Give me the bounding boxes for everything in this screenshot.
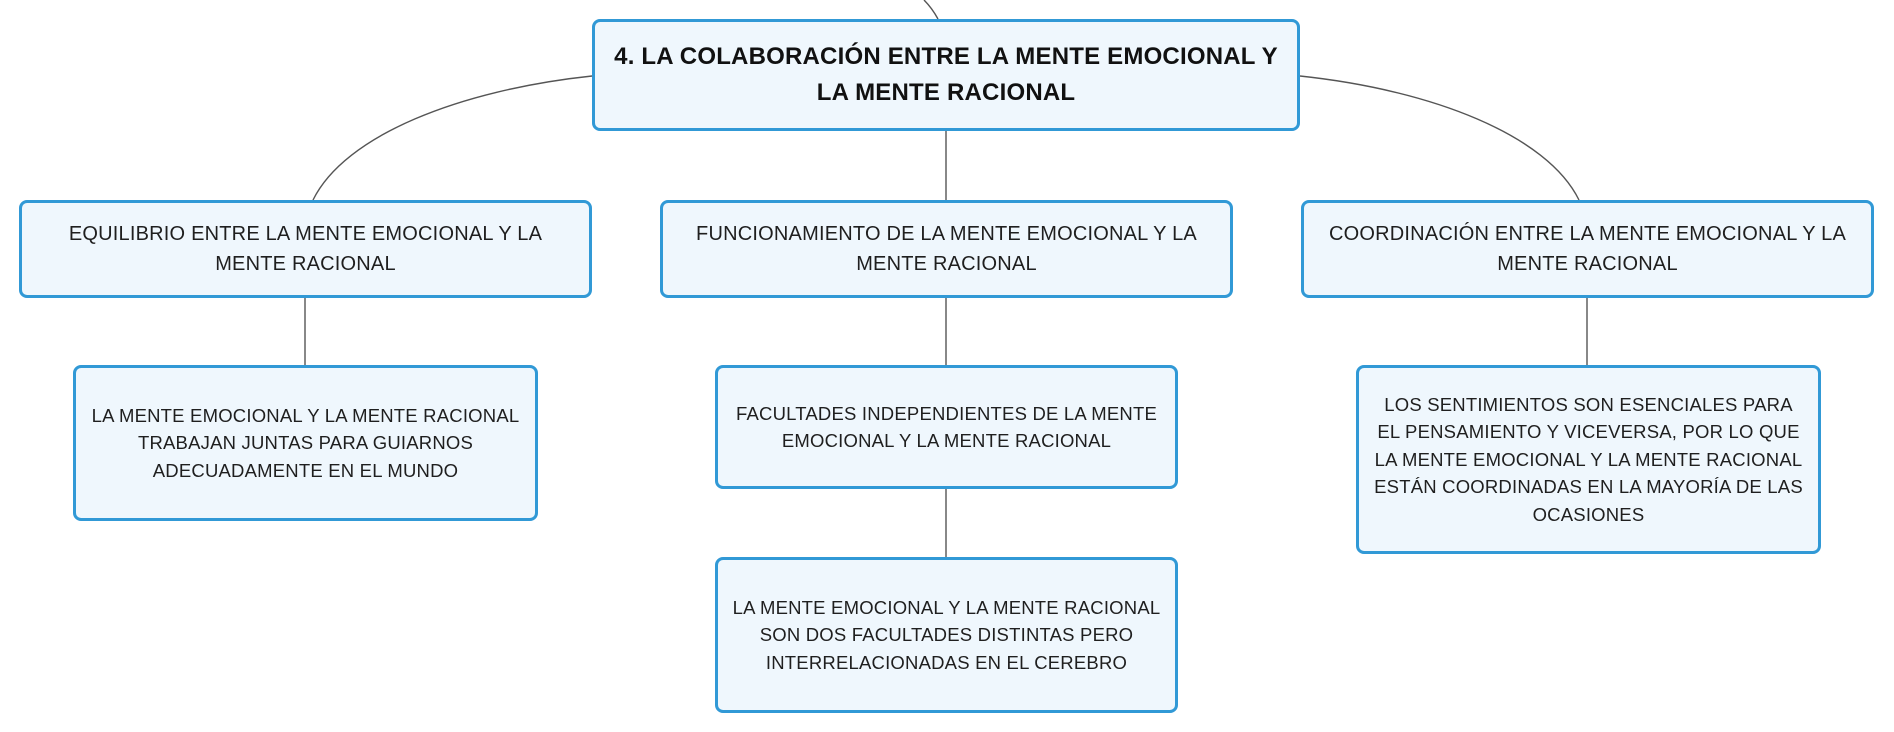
connector-parent-to-root bbox=[923, 0, 939, 20]
branch-label-equilibrio: EQUILIBRIO ENTRE LA MENTE EMOCIONAL Y LA… bbox=[68, 223, 543, 275]
leaf-node-trabajan-juntas[interactable]: LA MENTE EMOCIONAL Y LA MENTE RACIONAL T… bbox=[73, 365, 538, 521]
connector-root-to-branch-1 bbox=[312, 75, 593, 201]
leaf-label-facultades-independientes: FACULTADES INDEPENDIENTES DE LA MENTE EM… bbox=[736, 402, 1157, 452]
root-topic-node[interactable]: 4. LA COLABORACIÓN ENTRE LA MENTE EMOCIO… bbox=[592, 19, 1300, 131]
branch-label-coordinacion: COORDINACIÓN ENTRE LA MENTE EMOCIONAL Y … bbox=[1328, 223, 1847, 275]
leaf-node-facultades-distintas[interactable]: LA MENTE EMOCIONAL Y LA MENTE RACIONAL S… bbox=[715, 557, 1178, 713]
root-topic-label: 4. LA COLABORACIÓN ENTRE LA MENTE EMOCIO… bbox=[614, 43, 1278, 106]
leaf-label-sentimientos-esenciales: LOS SENTIMIENTOS SON ESENCIALES PARA EL … bbox=[1374, 393, 1803, 525]
branch-label-funcionamiento: FUNCIONAMIENTO DE LA MENTE EMOCIONAL Y L… bbox=[696, 223, 1197, 275]
branch-node-equilibrio[interactable]: EQUILIBRIO ENTRE LA MENTE EMOCIONAL Y LA… bbox=[19, 200, 592, 298]
connector-root-to-branch-3 bbox=[1299, 75, 1580, 201]
leaf-node-sentimientos-esenciales[interactable]: LOS SENTIMIENTOS SON ESENCIALES PARA EL … bbox=[1356, 365, 1821, 554]
leaf-label-facultades-distintas: LA MENTE EMOCIONAL Y LA MENTE RACIONAL S… bbox=[732, 596, 1161, 673]
leaf-label-trabajan-juntas: LA MENTE EMOCIONAL Y LA MENTE RACIONAL T… bbox=[91, 404, 520, 481]
leaf-node-facultades-independientes[interactable]: FACULTADES INDEPENDIENTES DE LA MENTE EM… bbox=[715, 365, 1178, 489]
branch-node-coordinacion[interactable]: COORDINACIÓN ENTRE LA MENTE EMOCIONAL Y … bbox=[1301, 200, 1874, 298]
branch-node-funcionamiento[interactable]: FUNCIONAMIENTO DE LA MENTE EMOCIONAL Y L… bbox=[660, 200, 1233, 298]
